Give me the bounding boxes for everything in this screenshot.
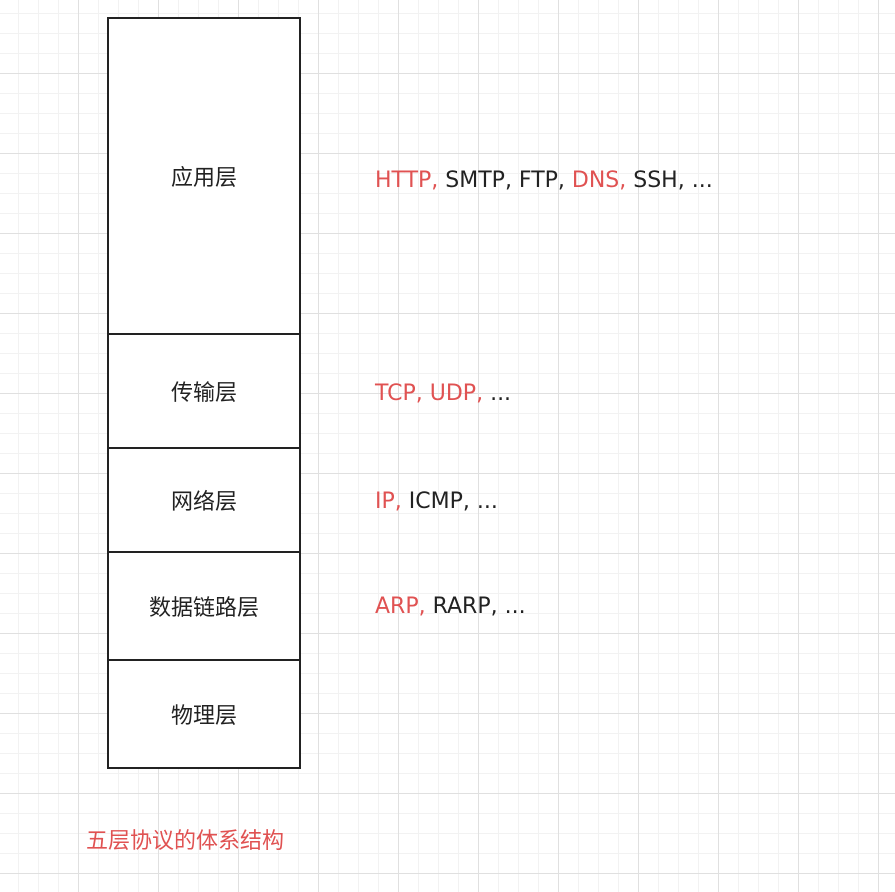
layer-network: 网络层 — [109, 447, 299, 551]
network-protocols: IP, ICMP, ... — [375, 491, 498, 513]
protocol-icmp: ICMP, ... — [401, 489, 498, 514]
protocol-stack: 应用层 传输层 网络层 数据链路层 物理层 — [107, 17, 301, 769]
protocol-http: HTTP, — [375, 168, 439, 193]
protocol-tcp-udp: TCP, UDP, — [375, 381, 484, 406]
layer-transport: 传输层 — [109, 333, 299, 447]
protocol-smtp-ftp: SMTP, FTP, — [438, 168, 572, 193]
protocol-transport-more: ... — [483, 381, 512, 406]
layer-data-link-label: 数据链路层 — [148, 596, 259, 621]
protocol-ip: IP, — [375, 489, 402, 514]
protocol-arp: ARP, — [375, 594, 426, 619]
layer-physical-label: 物理层 — [170, 704, 237, 729]
layer-application: 应用层 — [109, 19, 299, 333]
protocol-rarp: RARP, ... — [425, 594, 526, 619]
layer-network-label: 网络层 — [170, 490, 237, 515]
layer-data-link: 数据链路层 — [109, 551, 299, 659]
transport-protocols: TCP, UDP, ... — [375, 383, 511, 405]
diagram-caption: 五层协议的体系结构 — [86, 829, 285, 854]
layer-physical: 物理层 — [109, 659, 299, 767]
link-protocols: ARP, RARP, ... — [375, 596, 526, 618]
protocol-dns: DNS, — [571, 168, 627, 193]
layer-transport-label: 传输层 — [170, 381, 237, 406]
application-protocols: HTTP, SMTP, FTP, DNS, SSH, ... — [375, 170, 713, 192]
layer-application-label: 应用层 — [170, 166, 237, 191]
protocol-ssh: SSH, ... — [626, 168, 713, 193]
